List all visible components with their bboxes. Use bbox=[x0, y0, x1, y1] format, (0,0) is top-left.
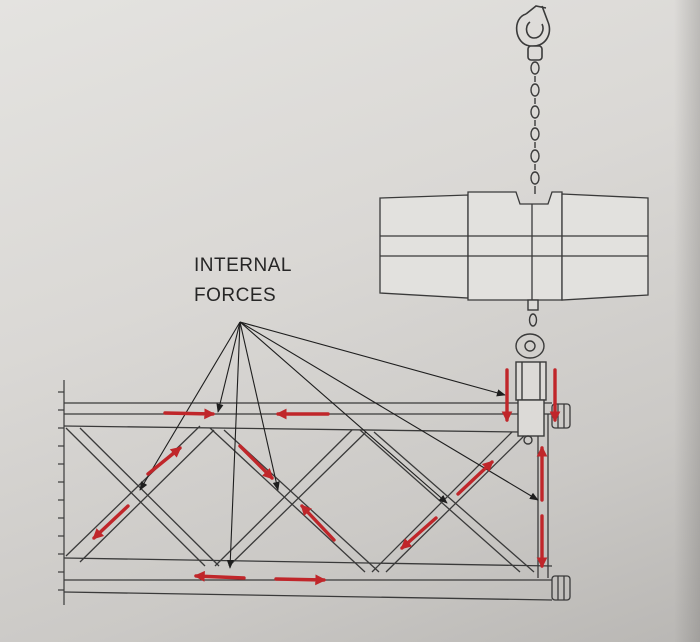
internal-forces-label-line2: FORCES bbox=[194, 285, 276, 306]
force-arrow-diagonal-6 bbox=[456, 460, 494, 496]
force-arrow-diagonal-4 bbox=[300, 504, 336, 542]
page-shadow-edge bbox=[674, 0, 700, 642]
hook-icon bbox=[515, 5, 551, 61]
force-arrow-diagonal-2 bbox=[146, 446, 182, 476]
pointer-lines bbox=[139, 321, 539, 569]
force-arrow-diagonal-1 bbox=[92, 504, 130, 540]
force-arrow-diagonal-5 bbox=[400, 516, 438, 550]
force-arrow-bottom-chord-left bbox=[193, 570, 246, 582]
force-arrow-diagonal-3 bbox=[238, 444, 274, 480]
force-arrows bbox=[92, 368, 561, 586]
force-arrow-top-chord-right bbox=[163, 408, 216, 420]
truss bbox=[63, 402, 571, 601]
hoist-motor-icon bbox=[379, 191, 649, 301]
force-arrow-bottom-chord-right bbox=[274, 574, 327, 586]
chain-icon bbox=[530, 61, 540, 194]
wall-support bbox=[58, 380, 65, 605]
internal-forces-label-line1: INTERNAL bbox=[194, 255, 292, 276]
shackle-icon bbox=[515, 299, 547, 445]
